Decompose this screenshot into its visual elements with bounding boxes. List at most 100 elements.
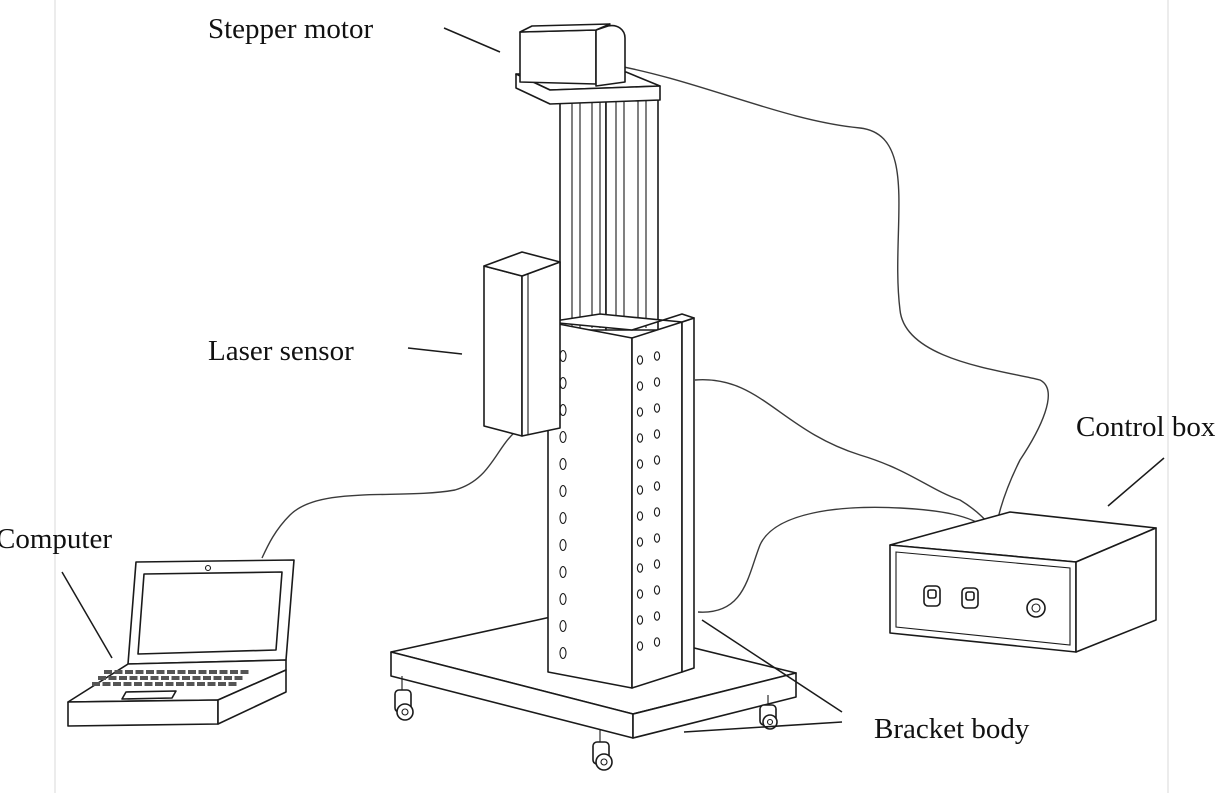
keyboard-key [108, 676, 117, 680]
control-box-side-face [1075, 527, 1157, 653]
caster-right [759, 695, 778, 730]
column-hole [653, 533, 661, 543]
keyboard-key [98, 676, 106, 680]
top-plate-front-face [515, 73, 661, 105]
label-control-box: Control box [1076, 411, 1216, 443]
keyboard-key [144, 682, 153, 686]
leader-lines [61, 27, 1165, 733]
motor-side-face [595, 24, 626, 87]
column-hole [559, 457, 567, 471]
rail-grooves [571, 100, 647, 328]
toggle-switch-icon [961, 587, 979, 609]
cable-bracket-to-control-box [694, 379, 997, 533]
column-hole [653, 611, 661, 621]
keyboard-key [156, 670, 165, 674]
keyboard-key [114, 670, 123, 674]
column-hole [559, 511, 567, 525]
control-box-front-panel [895, 551, 1071, 646]
keyboard-key [218, 682, 226, 686]
column-hole [636, 511, 644, 521]
keyboard-key [119, 676, 127, 680]
column-hole [559, 646, 567, 660]
rail-housing-right [605, 91, 659, 331]
column-hole [636, 589, 644, 599]
leader-bracket-body-base [683, 721, 843, 733]
column-front-holes [559, 349, 567, 660]
stepper-motor [519, 23, 626, 87]
leader-bracket-body-column [701, 619, 843, 713]
keyboard-key [125, 670, 133, 674]
keyboard-key [234, 676, 243, 680]
leader-control-box [1107, 457, 1165, 507]
keyboard-key [197, 682, 205, 686]
keyboard-key [203, 676, 211, 680]
column-hole [653, 455, 661, 465]
column-hole [636, 485, 644, 495]
keyboard-key [171, 676, 180, 680]
keyboard-key [167, 670, 175, 674]
column-hole [653, 559, 661, 569]
laptop-base-side [217, 669, 287, 725]
laptop-computer [67, 559, 295, 727]
keyboard-key [150, 676, 159, 680]
leader-stepper-motor [443, 27, 501, 53]
keyboard-key [240, 670, 249, 674]
column-hole [559, 376, 567, 390]
column-hole [636, 381, 644, 391]
column-hole [559, 349, 567, 363]
control-box [889, 511, 1157, 653]
column-hole [559, 484, 567, 498]
keyboard-key [230, 670, 238, 674]
leader-laser-sensor [407, 347, 463, 355]
knob-icon [1026, 598, 1046, 618]
caster-front [592, 730, 613, 771]
column-side-face [631, 321, 683, 689]
keyboard-key [224, 676, 232, 680]
column-hole [653, 507, 661, 517]
label-stepper-motor: Stepper motor [208, 13, 373, 45]
rail-housing-left [559, 91, 607, 331]
keyboard-key [176, 682, 184, 686]
keyboard-key [129, 676, 138, 680]
keyboard-key [182, 676, 190, 680]
column-hole [653, 585, 661, 595]
leader-computer [61, 571, 113, 659]
motor-top-face [519, 23, 611, 33]
keyboard-key [104, 670, 112, 674]
keyboard-key [161, 676, 169, 680]
motor-front-face [519, 29, 597, 85]
keyboard-key [192, 676, 201, 680]
webcam-icon [204, 564, 212, 572]
keyboard-key [123, 682, 132, 686]
label-computer: Computer [0, 523, 112, 555]
keyboard-key [140, 676, 148, 680]
keyboard-key [113, 682, 121, 686]
keyboard-key [146, 670, 154, 674]
column-hole [653, 481, 661, 491]
keyboard-key [135, 670, 144, 674]
column-hole [559, 565, 567, 579]
keyboard-key [102, 682, 111, 686]
column-hole [559, 619, 567, 633]
column-hole [559, 592, 567, 606]
keyboard-key [207, 682, 216, 686]
column-hole [636, 563, 644, 573]
column-hole [636, 537, 644, 547]
column-hole [653, 403, 661, 413]
cable-sensor-to-computer [261, 431, 516, 559]
column-hole [653, 351, 661, 361]
keyboard-key [198, 670, 207, 674]
keyboard-key [209, 670, 217, 674]
column-hole [636, 615, 644, 625]
base-front-right-face [632, 672, 797, 739]
column-side-holes [636, 351, 661, 651]
sensor-top-face [483, 251, 561, 277]
column-hole [636, 407, 644, 417]
laptop-screen [137, 571, 283, 655]
keyboard-key [228, 682, 237, 686]
column-hole [636, 641, 644, 651]
column-hole [559, 538, 567, 552]
cables [261, 63, 1049, 613]
cable-bracket-bottom-to-control-box [697, 506, 991, 613]
